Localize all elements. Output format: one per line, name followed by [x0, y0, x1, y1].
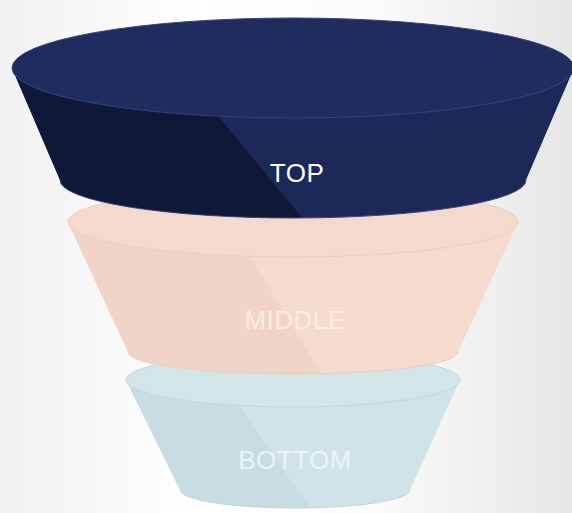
- band-label: MIDDLE: [244, 305, 345, 336]
- band-cap: [126, 353, 460, 407]
- band-shape: [10, 15, 572, 237]
- band-label: BOTTOM: [238, 445, 352, 476]
- band-cap: [68, 187, 518, 257]
- band-rim: [180, 490, 410, 508]
- band-cap: [12, 18, 572, 118]
- funnel-band: TOP: [10, 15, 572, 237]
- band-label: TOP: [270, 158, 324, 189]
